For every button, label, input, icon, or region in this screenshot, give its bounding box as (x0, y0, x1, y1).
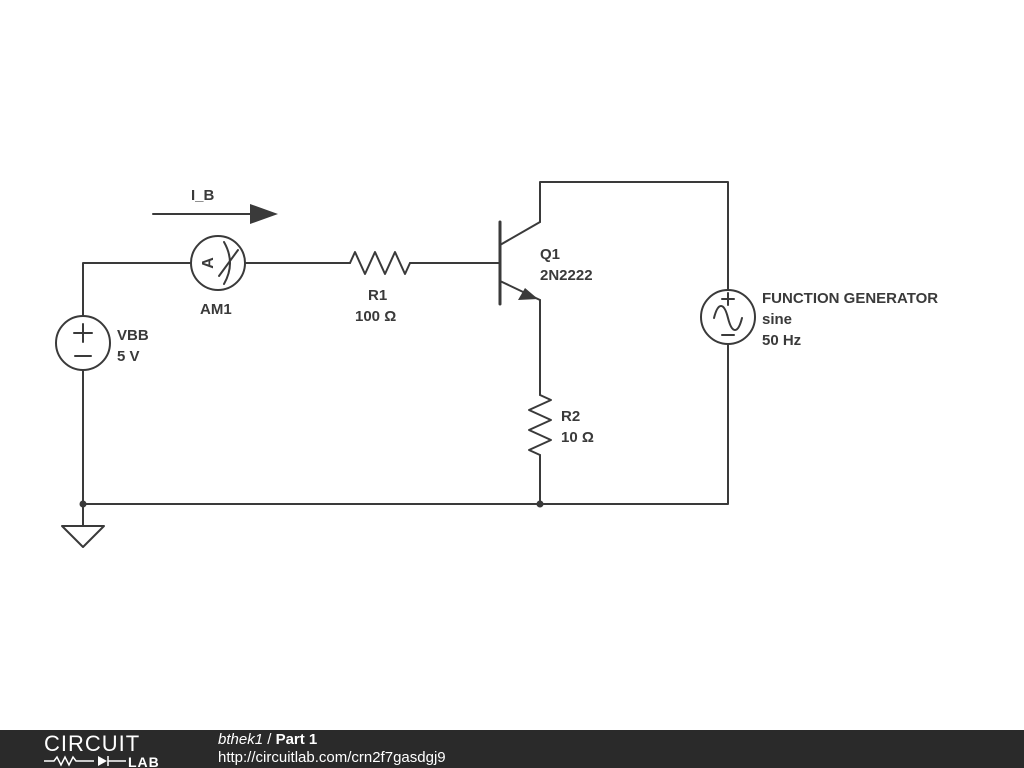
author-link[interactable]: bthek1 (218, 731, 264, 748)
resistor-icon-r2 (528, 394, 552, 456)
function-generator[interactable]: FUNCTION GENERATOR sine 50 Hz (700, 289, 938, 349)
ammeter-needle (218, 249, 239, 277)
footer-bar: CIRCUIT LAB bthek1 / Part 1 http://circu… (0, 730, 1024, 768)
generator-name-label: FUNCTION GENERATOR (762, 290, 938, 307)
logo-top-text: CIRCUIT (44, 731, 140, 756)
r1-value-label: 100 Ω (355, 308, 396, 325)
vbb-source[interactable]: VBB 5 V (55, 315, 149, 371)
q1-part-label: 2N2222 (540, 267, 593, 284)
sine-wave-icon (713, 305, 743, 331)
wires (82, 181, 729, 527)
project-url[interactable]: http://circuitlab.com/crn2f7gasdgj9 (218, 749, 446, 766)
footer-title-line: bthek1 / Part 1 (218, 731, 446, 749)
title-separator: / (263, 731, 276, 748)
logo-resistor-icon (44, 755, 94, 767)
ammeter-symbol: A (200, 257, 217, 269)
ammeter-scale-arc (223, 241, 231, 285)
junction-dot-r2 (536, 500, 544, 508)
dc-voltage-source-icon (55, 315, 111, 371)
wire-vbb-to-ammeter (82, 262, 192, 317)
vbb-name-label: VBB (117, 327, 149, 344)
ground-icon (61, 525, 105, 548)
transistor-q1[interactable]: Q1 2N2222 (498, 220, 593, 306)
emitter-arrow (518, 288, 538, 300)
wire-collector-to-generator (539, 181, 729, 291)
footer-meta: bthek1 / Part 1 http://circuitlab.com/cr… (218, 731, 446, 767)
r2-value-label: 10 Ω (561, 429, 594, 446)
current-label: I_B (191, 187, 215, 204)
circuit-schematic: VBB 5 V I_B A AM1 R1 100 Ω Q1 2N2222 R2 … (55, 181, 938, 548)
ammeter-icon (190, 235, 246, 291)
r1-name-label: R1 (368, 287, 387, 304)
wire-generator-to-ground-rail (82, 343, 729, 505)
resistor-icon (349, 251, 411, 275)
ammeter[interactable]: A AM1 (190, 235, 246, 318)
resistor-r2[interactable]: R2 10 Ω (528, 394, 594, 456)
generator-waveform-label: sine (762, 311, 792, 328)
ammeter-name-label: AM1 (200, 301, 232, 318)
collector-lead (499, 221, 541, 246)
junction-dot-ground (79, 500, 87, 508)
current-indicator: I_B (152, 187, 278, 224)
q1-name-label: Q1 (540, 246, 560, 263)
logo-bottom-text: LAB (128, 754, 160, 768)
generator-frequency-label: 50 Hz (762, 332, 801, 349)
current-arrow-head (250, 204, 278, 224)
project-title[interactable]: Part 1 (275, 731, 318, 748)
r2-name-label: R2 (561, 408, 580, 425)
logo-diode-icon (98, 756, 107, 766)
vbb-value-label: 5 V (117, 348, 140, 365)
resistor-r1[interactable]: R1 100 Ω (349, 251, 411, 325)
circuitlab-logo[interactable]: CIRCUIT LAB (42, 730, 182, 768)
ac-source-icon (700, 289, 756, 345)
